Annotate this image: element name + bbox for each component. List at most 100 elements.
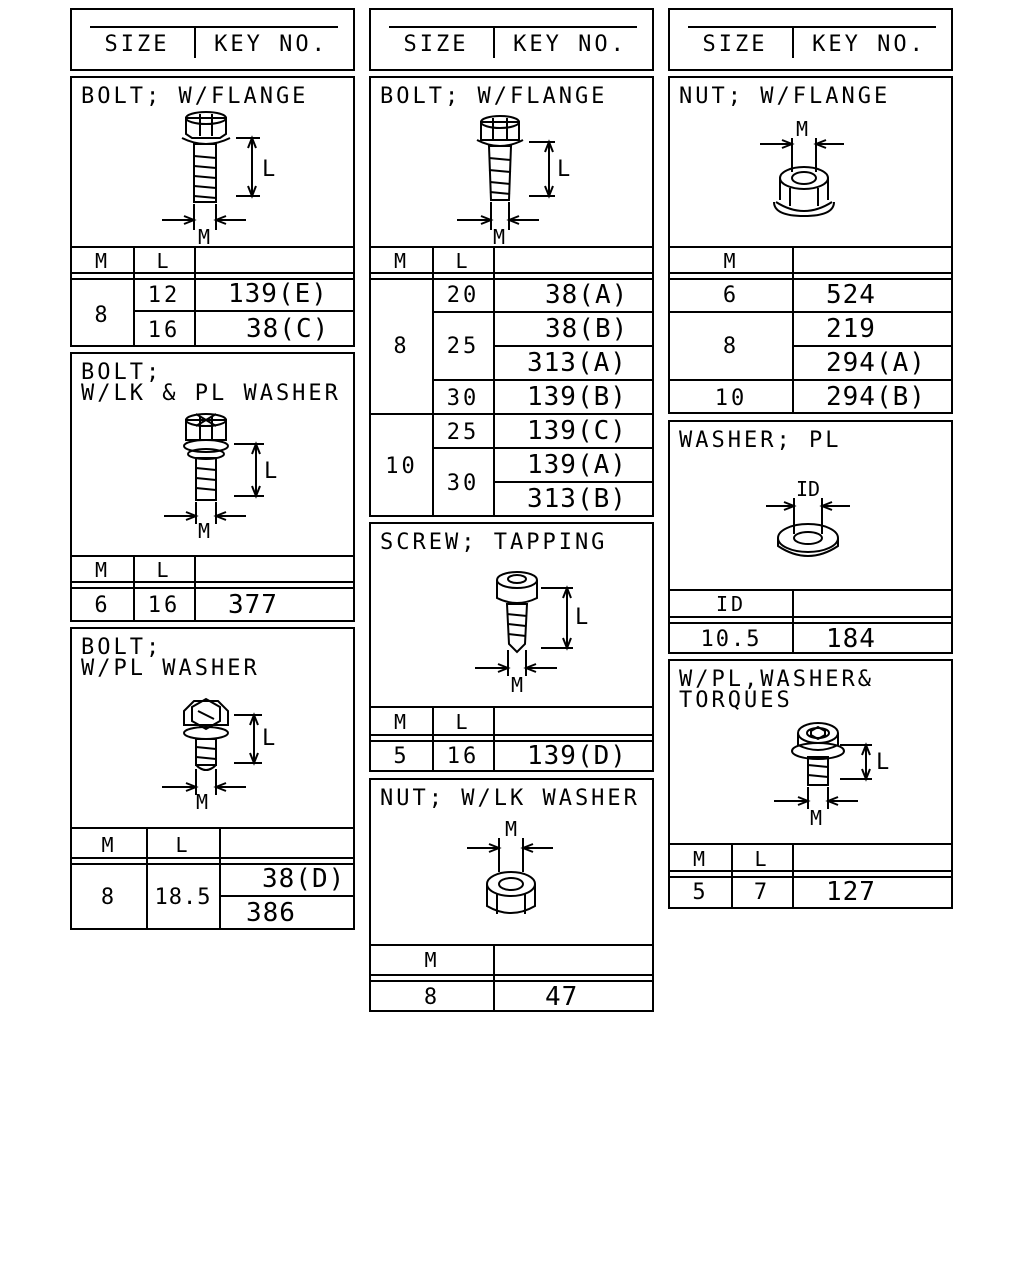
col-header-m: M (393, 249, 410, 273)
cell-m: 8 (423, 985, 441, 1010)
cell-m: 5 (393, 744, 410, 769)
col-header-m: M (692, 847, 709, 871)
cell-l: 12 (147, 283, 181, 308)
svg-text:ID: ID (796, 477, 820, 501)
cell-m: 8 (393, 334, 410, 359)
cell-key: 313(B) (527, 484, 627, 514)
part-screw-tapping: SCREW; TAPPING L M M L 5 16 139(D) (369, 522, 654, 772)
part-title-line1: W/PL,WASHER& (679, 667, 874, 692)
cell-l: 18.5 (154, 885, 212, 910)
lock-nut-icon: M (467, 817, 553, 914)
header-size: SIZE (702, 32, 768, 57)
col-header-m: M (101, 833, 117, 857)
part-title: NUT; W/FLANGE (679, 84, 891, 109)
part-title: NUT; W/LK WASHER (380, 786, 640, 811)
cell-key: 386 (246, 898, 296, 928)
svg-text:M: M (511, 673, 523, 697)
cell-key: 139(C) (527, 416, 627, 446)
header-key-no: KEY NO. (812, 32, 926, 57)
cell-key: 139(D) (527, 741, 627, 771)
cell-key: 184 (826, 624, 876, 654)
cell-l: 16 (147, 318, 181, 343)
cell-key: 139(A) (527, 450, 627, 480)
part-title-line2: W/LK & PL WASHER (81, 381, 341, 406)
svg-text:L: L (876, 750, 889, 775)
svg-text:M: M (493, 225, 505, 249)
svg-text:M: M (810, 806, 822, 830)
part-title: SCREW; TAPPING (380, 530, 608, 555)
part-bolt-pl-washer: BOLT; W/PL WASHER L M M L 8 18.5 38(D) 3… (70, 627, 355, 930)
cell-key: 127 (826, 877, 876, 907)
svg-text:M: M (198, 225, 210, 249)
col-header-m: M (94, 558, 111, 582)
svg-text:L: L (262, 157, 275, 182)
part-title-line2: W/PL WASHER (81, 656, 260, 681)
header-key-no: KEY NO. (214, 32, 328, 57)
cell-l: 25 (446, 334, 480, 359)
svg-text:M: M (796, 117, 808, 141)
part-bolt-lk-pl-washer: BOLT; W/LK & PL WASHER L M M L 6 16 377 (70, 352, 355, 622)
cell-m: 5 (692, 880, 709, 905)
part-bolt-flange-b: BOLT; W/FLANGE L M M L 8 10 20 25 30 25 … (369, 76, 654, 517)
cell-key: 294(A) (826, 348, 926, 378)
cell-l: 25 (446, 420, 480, 445)
col-header-l: L (175, 833, 191, 857)
col-header-m: M (393, 710, 410, 734)
cell-l: 16 (446, 744, 480, 769)
cell-l: 16 (147, 593, 181, 618)
svg-text:M: M (196, 790, 208, 814)
cell-m: 10 (714, 386, 748, 411)
part-title: WASHER; PL (679, 428, 842, 453)
bolt-flange-icon: L M (457, 115, 570, 249)
part-title-line2: TORQUES (679, 688, 793, 713)
cell-key: 38(A) (545, 280, 629, 310)
part-title-line1: BOLT; (81, 635, 163, 660)
col-header-m: M (424, 948, 440, 972)
part-washer-pl: WASHER; PL ID ID 10.5 184 (668, 420, 953, 654)
cell-l: 7 (753, 880, 771, 905)
plain-washer-icon: ID (766, 477, 850, 557)
tapping-screw-icon: L M (475, 571, 588, 697)
col-header-l: L (455, 710, 471, 734)
col-header-m: M (94, 249, 111, 273)
header-box-col2: SIZE KEY NO. (369, 8, 654, 71)
part-pl-washer-torques: W/PL,WASHER& TORQUES L M M L 5 7 127 (668, 659, 953, 909)
cell-key: 47 (545, 982, 579, 1012)
col-header-l: L (156, 249, 172, 273)
cell-key: 294(B) (826, 382, 926, 412)
svg-text:L: L (262, 726, 275, 751)
col-header-id: ID (715, 592, 747, 616)
cell-id: 10.5 (700, 627, 762, 652)
part-title: BOLT; W/FLANGE (81, 84, 309, 109)
col-header-l: L (455, 249, 471, 273)
svg-text:L: L (575, 605, 588, 630)
cell-l: 20 (446, 283, 480, 308)
cell-key: 313(A) (527, 348, 627, 378)
svg-text:M: M (505, 817, 517, 841)
part-bolt-flange-a: BOLT; W/FLANGE L M M L 8 12 139(E) 16 38… (70, 76, 355, 347)
part-nut-lk-washer: NUT; W/LK WASHER M M 8 47 (369, 778, 654, 1012)
flange-nut-icon: M (760, 117, 844, 218)
svg-text:M: M (198, 519, 210, 543)
part-title-line1: BOLT; (81, 360, 163, 385)
cell-m: 6 (722, 283, 740, 308)
header-box-col3: SIZE KEY NO. (668, 8, 953, 71)
cell-key: 38(B) (545, 314, 629, 344)
bolt-flange-icon: L M (162, 111, 275, 249)
cell-m: 6 (94, 593, 111, 618)
header-size: SIZE (104, 32, 170, 57)
bolt-lock-washer-icon: L M (164, 413, 277, 543)
cell-key: 139(B) (527, 382, 627, 412)
header-size: SIZE (403, 32, 469, 57)
cell-m: 8 (722, 334, 740, 359)
col-header-l: L (754, 847, 770, 871)
cell-m: 10 (385, 454, 418, 479)
cell-key: 38(D) (262, 864, 346, 894)
cell-key: 219 (826, 314, 876, 344)
header-key-no: KEY NO. (513, 32, 627, 57)
part-title: BOLT; W/FLANGE (380, 84, 608, 109)
bolt-pl-washer-icon: L M (162, 697, 275, 814)
cell-key: 377 (228, 590, 278, 620)
cell-m: 8 (100, 885, 118, 910)
cell-l: 30 (446, 386, 480, 411)
